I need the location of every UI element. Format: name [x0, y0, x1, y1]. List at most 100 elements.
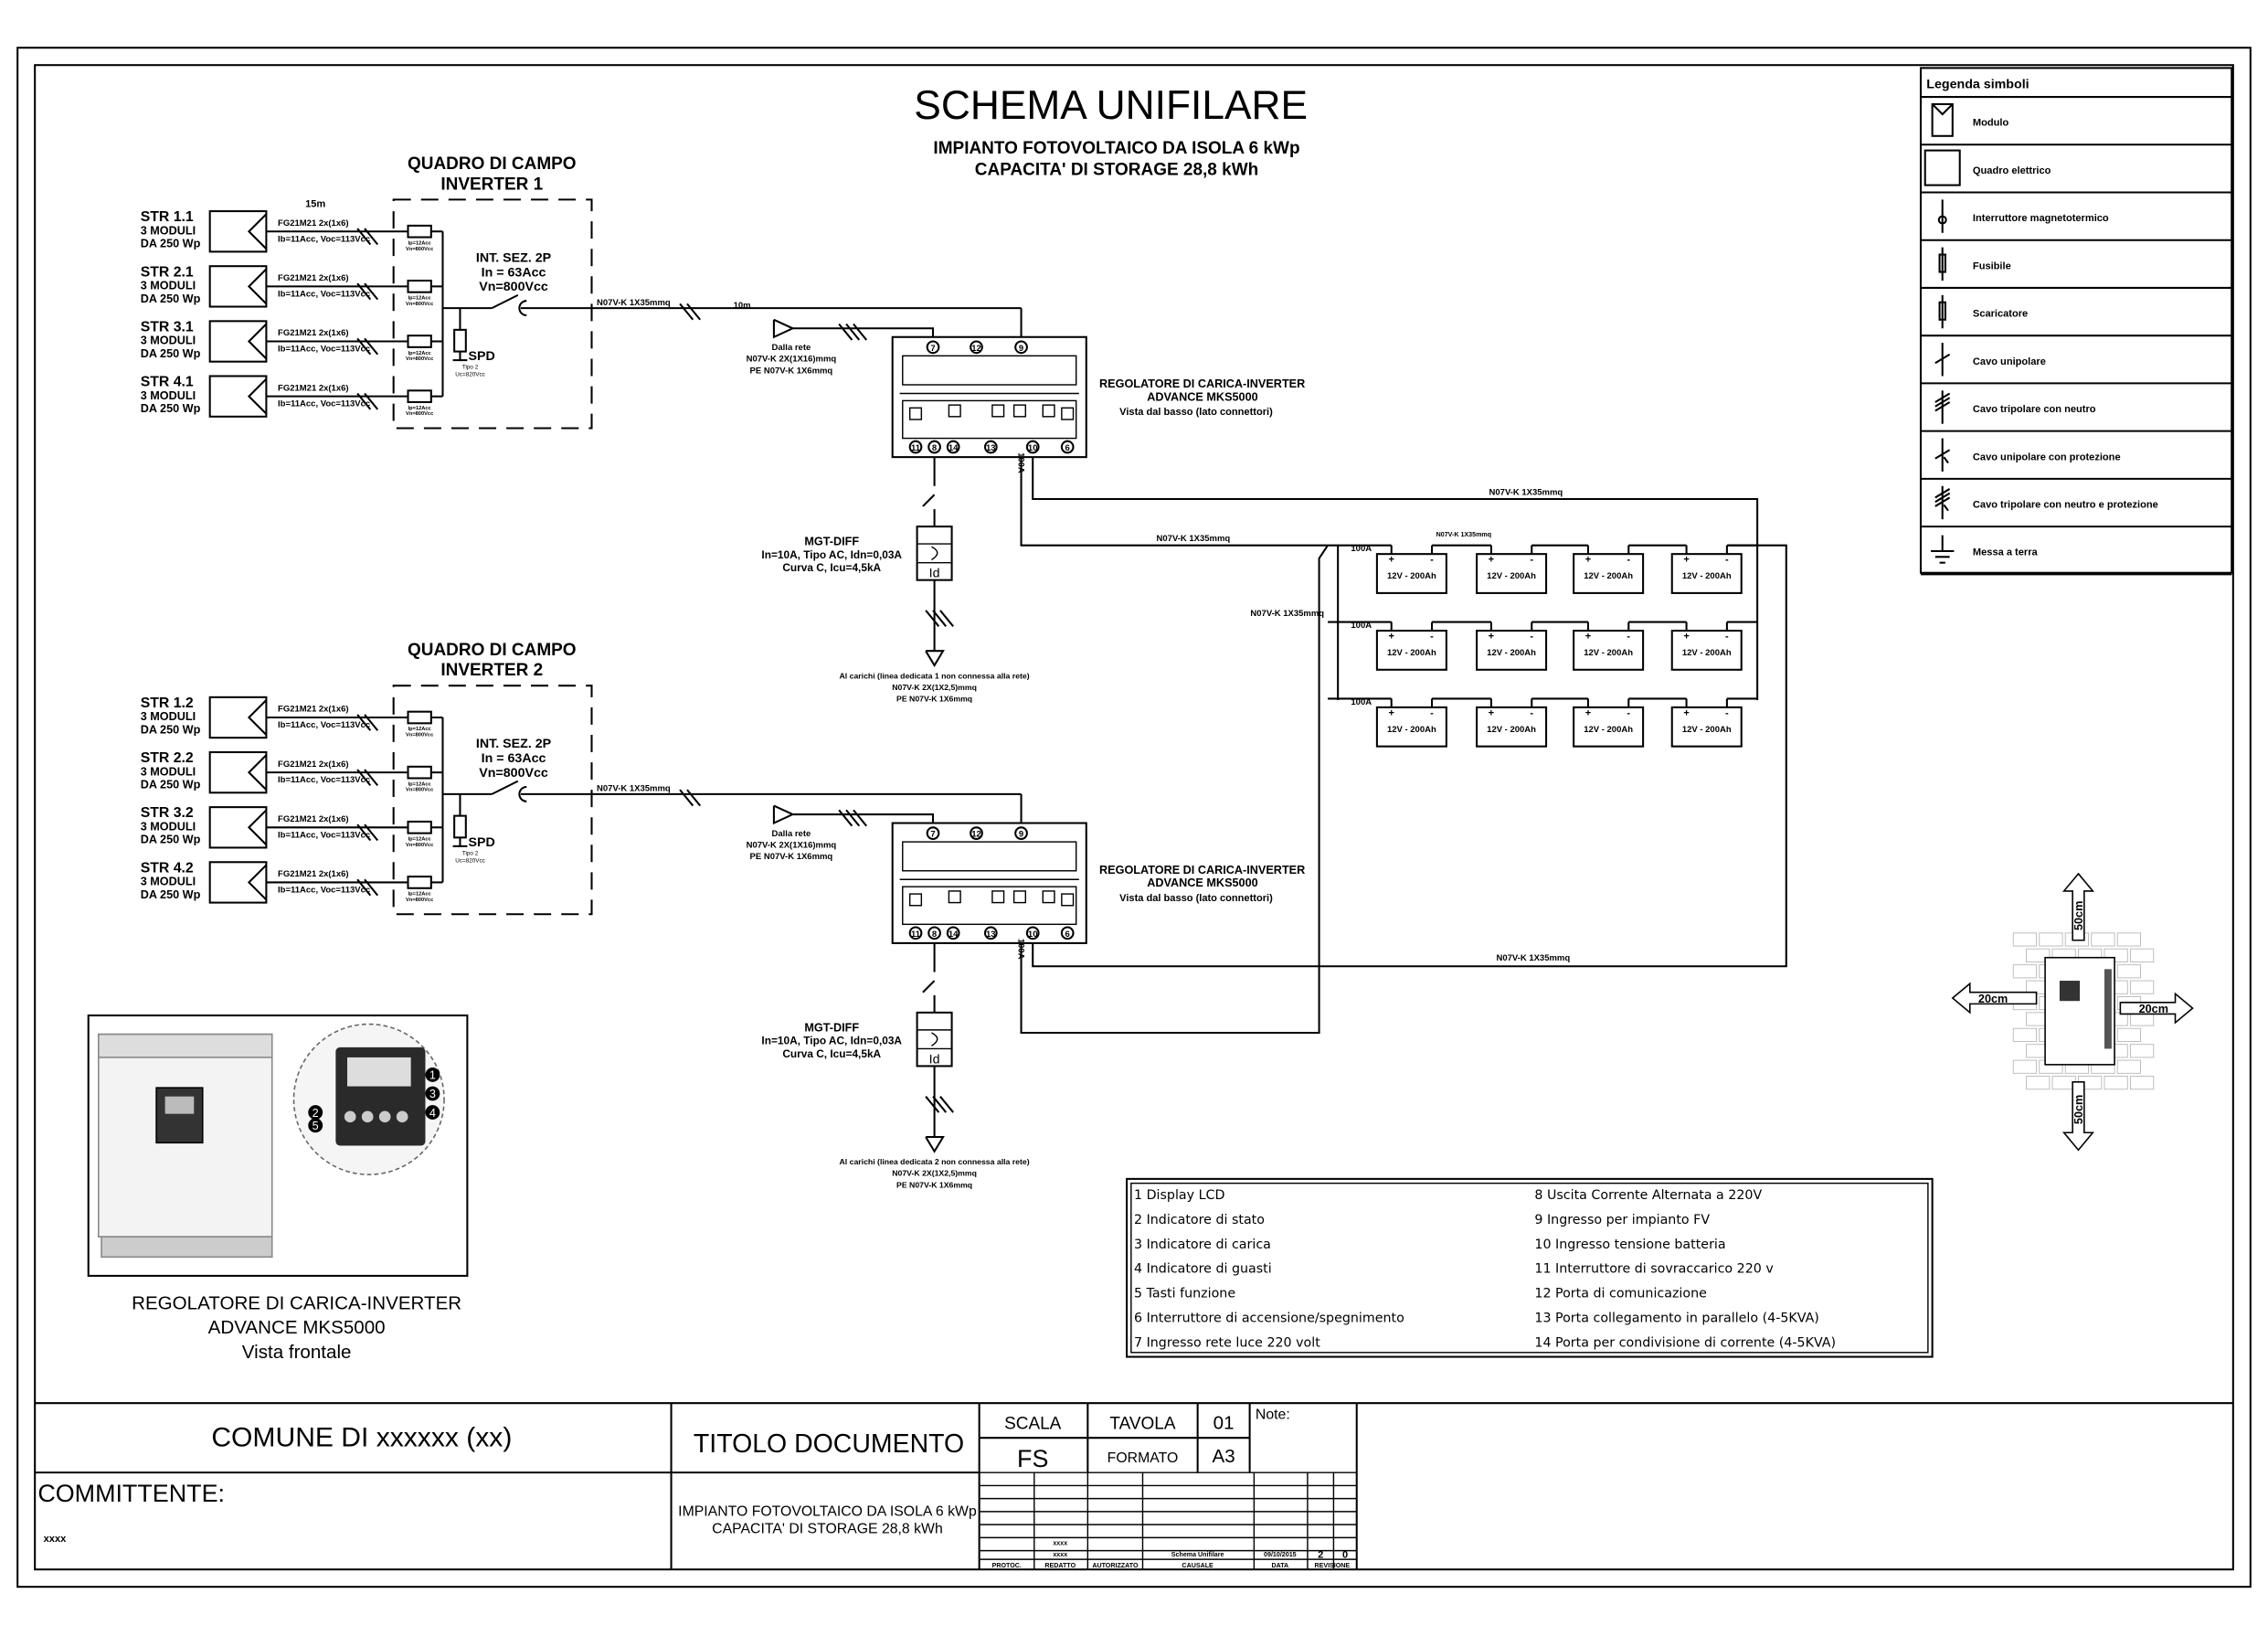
wall-brick: [2026, 1076, 2051, 1090]
string-modules: 3 MODULI: [141, 710, 196, 723]
surge-arrester-icon: [1938, 294, 1946, 329]
battery-cable-label-3: N07V-K 1X35mmq: [1496, 953, 1570, 963]
quadro-subtitle: INVERTER 1: [440, 175, 543, 194]
cable-slash: [364, 714, 379, 731]
switch-label-1: INT. SEZ. 2P: [476, 250, 551, 265]
function-button: [378, 1110, 391, 1123]
mgt-label-3: Curva C, Icu=4,5kA: [782, 561, 881, 574]
string-cable-type: FG21M21 2x(1x6): [278, 273, 349, 283]
revision-number: 2: [1318, 1550, 1323, 1561]
wall-brick: [2012, 1059, 2038, 1074]
inverter-display-panel: [155, 1087, 204, 1144]
wall-brick: [2104, 1076, 2128, 1090]
mgt-label-1: MGT-DIFF: [804, 536, 859, 548]
arrow-up-icon: [2061, 872, 2094, 941]
cable-marker-icon: [838, 323, 868, 341]
string-cable-type: FG21M21 2x(1x6): [278, 869, 349, 879]
battery-minus-terminal: -: [1627, 707, 1630, 718]
battery-minus-terminal: -: [1627, 555, 1630, 566]
connector-number-badge: [970, 826, 983, 840]
wire: [792, 813, 935, 823]
function-button: [361, 1110, 374, 1123]
inverter-connector-panel: [902, 886, 1077, 926]
battery-plus-terminal: +: [1585, 707, 1592, 718]
battery-cable-label-2: N07V-K 1X35mmq: [1157, 534, 1231, 544]
rcbo-id-label: Id: [929, 566, 940, 580]
battery-label: 12V - 200Ah: [1487, 725, 1536, 735]
callout-badge: [308, 1118, 323, 1133]
pv-module-icon: [208, 750, 268, 794]
cable-marker-icon: [356, 714, 379, 731]
cable-length-label: 15m: [305, 198, 325, 209]
cable-slash: [838, 809, 853, 827]
drawing-subtitle-line-1: IMPIANTO FOTOVOLTAICO DA ISOLA 6 kWp: [933, 139, 1299, 158]
revision-sub-number: 0: [1342, 1550, 1348, 1561]
format-value: A3: [1213, 1446, 1235, 1467]
battery-12v-200ah: +-12V - 200Ah: [1476, 545, 1548, 594]
cable-marker-icon: [356, 392, 379, 410]
fuse-icon: [407, 710, 432, 725]
battery-positive-cable: [1032, 457, 1759, 701]
function-button: [396, 1110, 408, 1123]
string-name: STR 3.2: [141, 805, 194, 821]
battery-plus-terminal: +: [1489, 555, 1495, 566]
callout-number: 5: [313, 1120, 319, 1132]
grid-input-label: Dalla rete: [772, 343, 811, 353]
battery-label: 12V - 200Ah: [1682, 725, 1732, 735]
fuse-voltage: Vn=800Vcc: [406, 247, 433, 252]
revision-redatto: xxxx: [1053, 1551, 1067, 1558]
connector-number-badge: [1025, 926, 1040, 940]
battery-bank: 100A+-12V - 200Ah+-12V - 200Ah+-12V - 20…: [1328, 544, 1758, 748]
inverter-side-icon: [2044, 956, 2115, 1066]
connector-number: 9: [1019, 830, 1023, 840]
string-modules: 3 MODULI: [141, 765, 196, 778]
fuse-voltage: Vn=800Vcc: [406, 356, 433, 362]
arrow-down-icon: [2061, 1081, 2094, 1152]
fuse-voltage: Vn=800Vcc: [406, 843, 433, 848]
legend-item-label: Messa a terra: [1973, 547, 2039, 558]
connector-number: 6: [1065, 443, 1070, 453]
wire: [1934, 401, 1951, 412]
string-power: DA 250 Wp: [141, 292, 201, 305]
callout-number: 4: [429, 1107, 436, 1120]
battery-label: 12V - 200Ah: [1584, 725, 1633, 735]
outer-frame: [16, 47, 2252, 1588]
connector-port: [991, 890, 1005, 904]
revision-header: REVISIONE: [1314, 1562, 1350, 1569]
legend-box: [1919, 67, 2233, 574]
string-power: DA 250 Wp: [141, 238, 201, 250]
battery-minus-terminal: -: [1725, 555, 1729, 566]
connector-port: [948, 890, 961, 904]
wall-brick: [2116, 1059, 2142, 1074]
format-label: FORMATO: [1108, 1450, 1179, 1466]
field-panel-boundary: [392, 685, 593, 916]
thermal-trip-icon: [931, 1032, 938, 1046]
callout-badge: [425, 1068, 440, 1082]
connector-number: 9: [1019, 344, 1023, 354]
inverter2-positive-cable: [1032, 544, 1787, 968]
inner-frame: [34, 64, 2234, 1571]
fuse-rating: Ip=12Acc: [408, 892, 431, 898]
inverter2-negative-cable: [1020, 545, 1329, 1035]
fuse-rating: Ip=12Acc: [408, 837, 431, 843]
battery-plus-terminal: +: [1388, 555, 1394, 566]
spd-label: SPD: [469, 349, 495, 364]
battery-12v-200ah: +-12V - 200Ah: [1573, 621, 1645, 671]
fuse-voltage: Vn=800Vcc: [406, 788, 433, 793]
wire: [792, 327, 935, 337]
cable-slash: [939, 1096, 954, 1113]
string-cable-rating: Ib=11Acc, Voc=113Vcc: [278, 830, 370, 840]
cable-slash: [845, 323, 861, 341]
string-modules: 3 MODULI: [141, 280, 196, 292]
pv-module-chevron: [247, 754, 268, 791]
list-item: 5 Tasti funzione: [1134, 1287, 1235, 1301]
grid-input-cable: N07V-K 2X(1X16)mmq: [747, 840, 837, 850]
sheet-label: TAVOLA: [1109, 1415, 1175, 1434]
connector-number: 7: [930, 830, 935, 840]
cable-marker-icon: [925, 610, 954, 627]
battery-12v-200ah: +-12V - 200Ah: [1375, 621, 1447, 671]
pv-module-chevron: [247, 213, 268, 250]
string-cable-rating: Ib=11Acc, Voc=113Vcc: [278, 775, 370, 785]
mgt-label-1: MGT-DIFF: [804, 1021, 859, 1034]
